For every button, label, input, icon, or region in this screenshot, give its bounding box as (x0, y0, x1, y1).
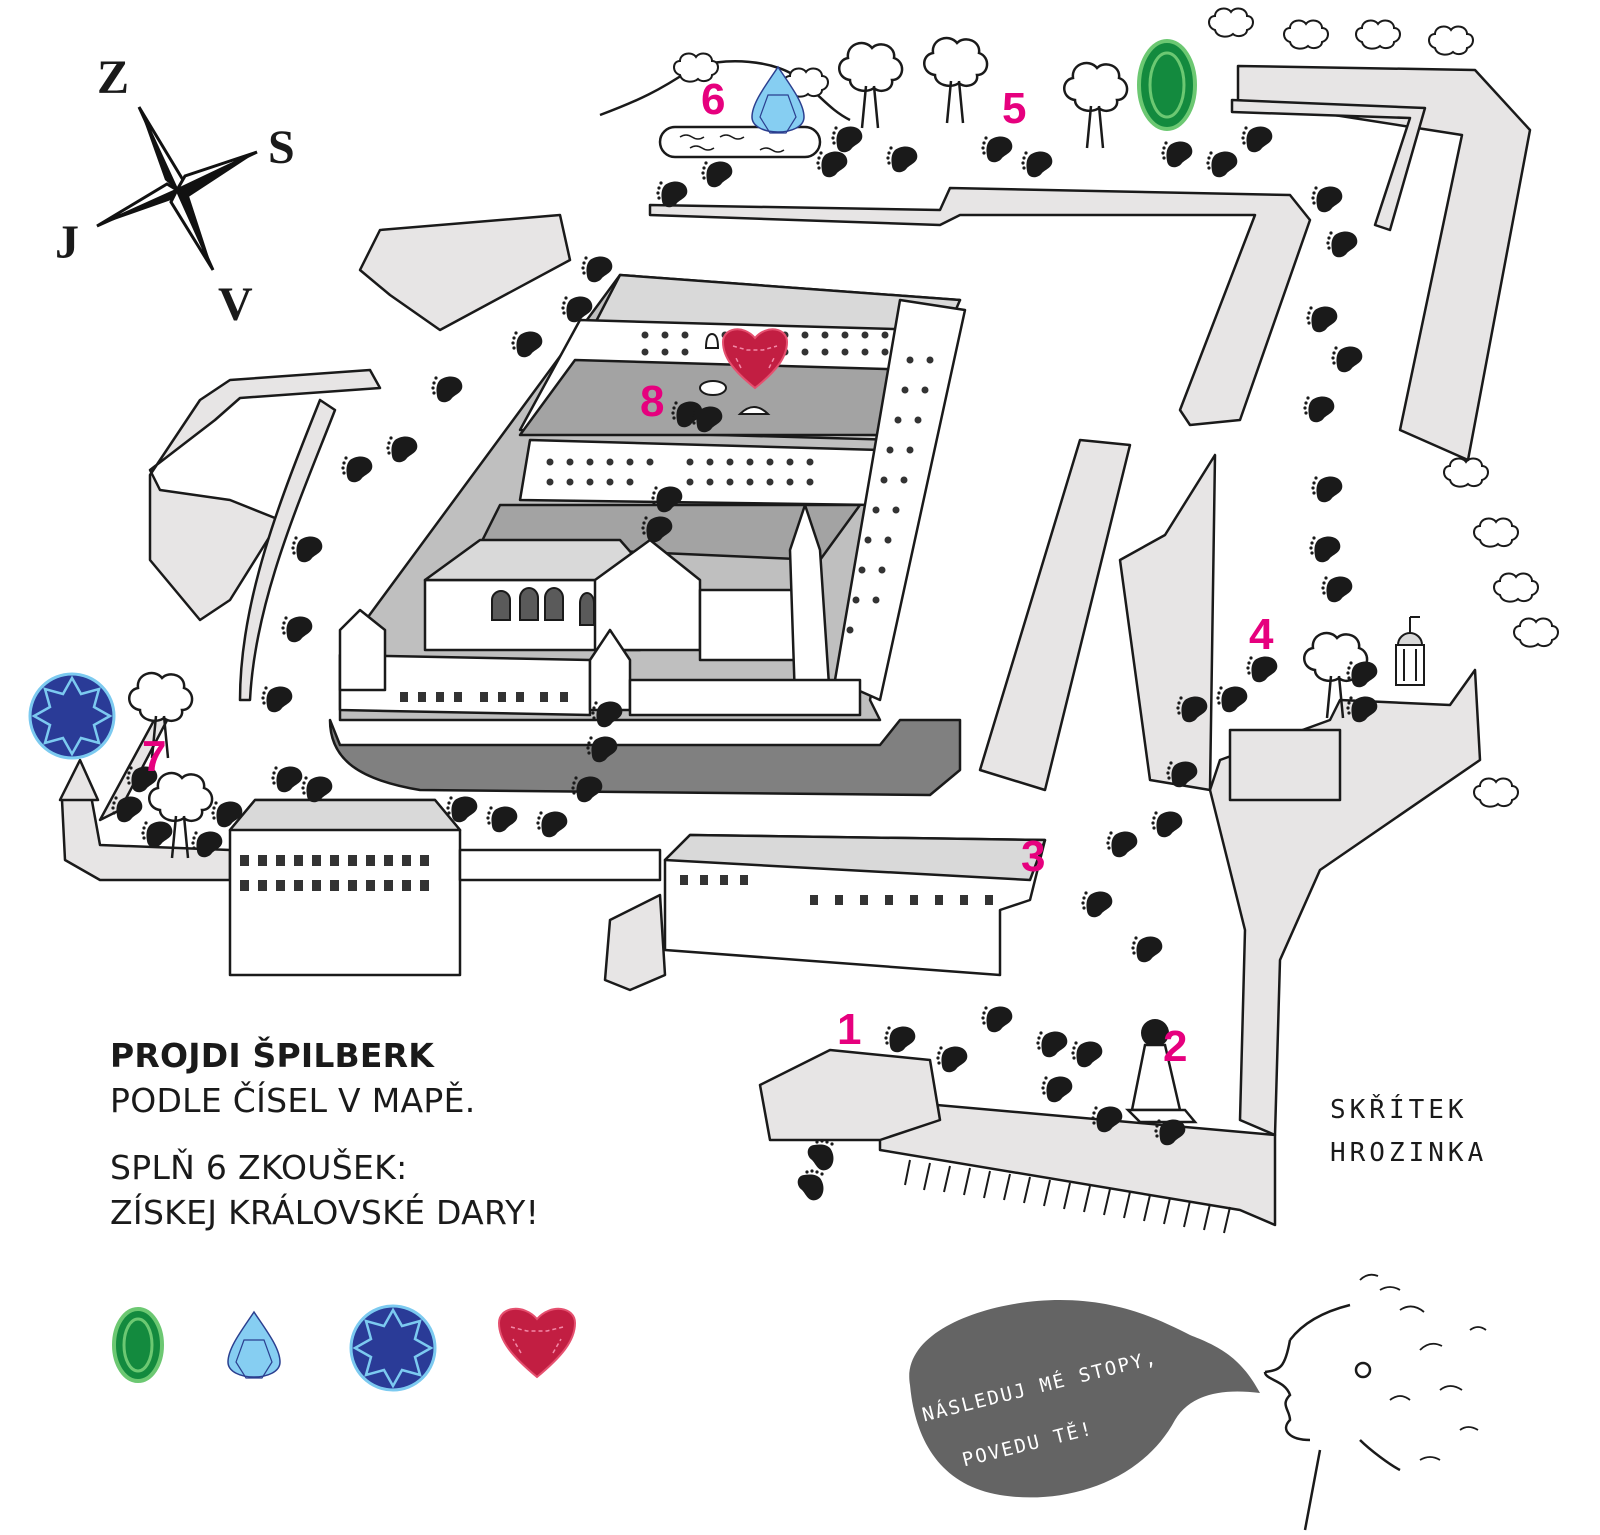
building-windows (240, 692, 993, 905)
compass-rose-icon (96, 106, 258, 271)
legend-title: PROJDI ŠPILBERK (110, 1036, 435, 1075)
bush (1473, 517, 1519, 548)
ruby-heart-gem-icon (497, 1308, 577, 1379)
tree (837, 41, 904, 130)
stop-marker-5[interactable]: 5 (1002, 84, 1027, 133)
gazebo-icon (1395, 616, 1425, 686)
bush (1443, 457, 1489, 488)
map-gem-ruby[interactable] (721, 328, 789, 390)
stop-marker-3[interactable]: 3 (1021, 832, 1046, 881)
pond (658, 125, 822, 159)
sapphire-star-gem-icon (349, 1304, 437, 1392)
legend-reward: ZÍSKEJ KRÁLOVSKÉ DARY! (110, 1193, 540, 1232)
slope-hatching (904, 1159, 1231, 1234)
character-name-line1: SKŘÍTEK (1330, 1095, 1468, 1125)
compass-label-south: J (55, 216, 79, 269)
stop-marker-7[interactable]: 7 (142, 732, 167, 781)
church-windows (491, 587, 595, 626)
gnome-character-icon (1263, 1273, 1487, 1531)
legend-instruction: PODLE ČÍSEL V MAPĚ. (110, 1081, 476, 1120)
legend-task: SPLŇ 6 ZKOUŠEK: (110, 1148, 408, 1187)
bush (1283, 19, 1329, 50)
compass-label-east: V (218, 278, 253, 331)
bush (1513, 617, 1559, 648)
bell-icon (704, 332, 720, 349)
speech-bubble (909, 1300, 1260, 1498)
legend: PROJDI ŠPILBERK PODLE ČÍSEL V MAPĚ. SPLŇ… (110, 1036, 539, 1232)
hill (599, 60, 851, 122)
map-gem-sapphire[interactable] (28, 672, 116, 760)
compass-label-north: S (268, 121, 295, 174)
stop-marker-2[interactable]: 2 (1163, 1022, 1188, 1071)
map-gem-aquamarine[interactable] (751, 65, 805, 134)
green-gem-icon (112, 1307, 164, 1383)
map-gem-emerald[interactable] (1137, 39, 1197, 131)
dish-icon (737, 406, 771, 415)
bush (1473, 777, 1519, 808)
tree (1062, 61, 1129, 150)
south-buildings (228, 798, 1047, 977)
well-icon (699, 380, 727, 396)
stop-marker-6[interactable]: 6 (701, 75, 726, 124)
bust-monument-icon (1124, 1019, 1198, 1124)
blue-teardrop-gem-icon (227, 1310, 281, 1379)
courtyard-windows (546, 331, 934, 634)
stop-marker-1[interactable]: 1 (837, 1005, 862, 1054)
stop-marker-8[interactable]: 8 (640, 377, 665, 426)
character-name-line2: HROZINKA (1330, 1138, 1488, 1168)
bush (1355, 19, 1401, 50)
stop-marker-4[interactable]: 4 (1249, 610, 1274, 659)
bush (1208, 7, 1254, 38)
bush (1493, 572, 1539, 603)
tree (922, 36, 989, 125)
compass-label-west: Z (97, 51, 130, 104)
bush (1428, 25, 1474, 56)
